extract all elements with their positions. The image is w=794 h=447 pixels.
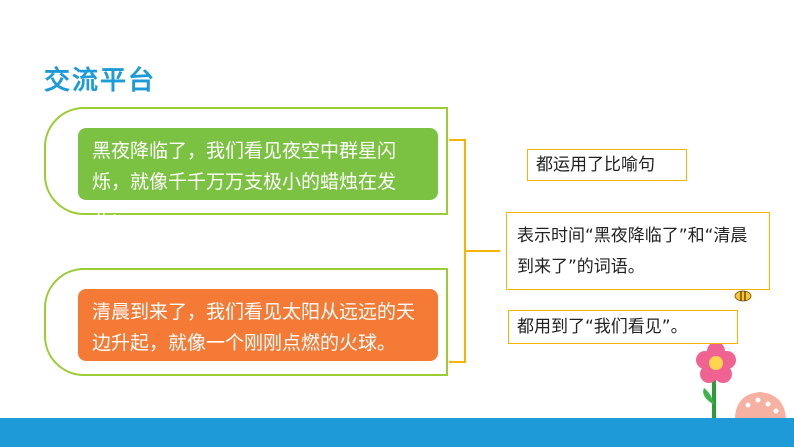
flower-icon	[696, 342, 736, 421]
finding-label-2: 表示时间“黑夜降临了”和“清晨到来了”的词语。	[506, 212, 770, 290]
page-title: 交流平台	[44, 66, 157, 96]
shell-icon	[735, 392, 786, 418]
sentence-box-2: 清晨到来了，我们看见太阳从远远的天边升起，就像一个刚刚点燃的火球。	[78, 289, 438, 361]
finding-label-3: 都用到了“我们看见”。	[508, 310, 738, 344]
finding-label-1: 都运用了比喻句	[527, 149, 687, 181]
bottom-bar	[0, 418, 794, 447]
sentence-box-1: 黑夜降临了，我们看见夜空中群星闪烁，就像千千万万支极小的蜡烛在发光。	[78, 128, 438, 224]
bracket-connector	[449, 139, 500, 363]
